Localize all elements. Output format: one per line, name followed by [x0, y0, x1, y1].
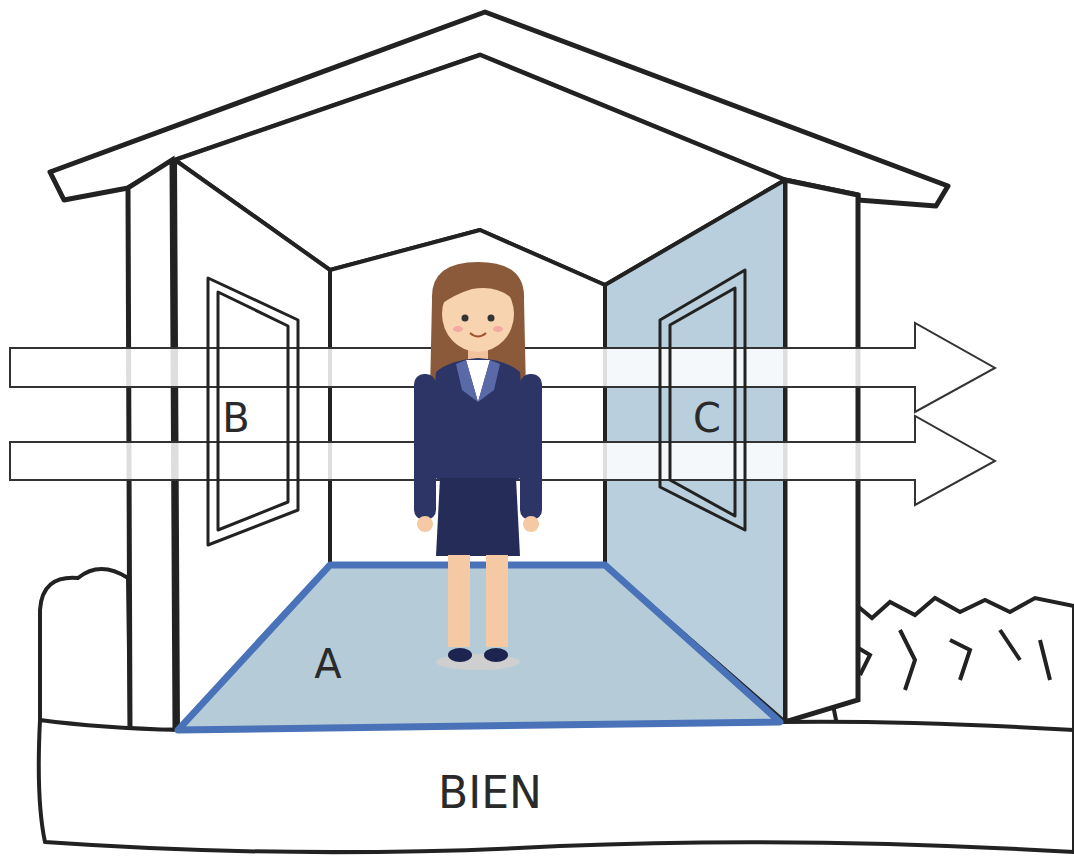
shoe	[484, 648, 508, 662]
hand	[417, 516, 433, 532]
window: B	[200, 270, 305, 555]
rock-texture	[845, 630, 1050, 690]
back-wall	[330, 230, 605, 565]
leg	[448, 555, 470, 647]
node-label: C	[693, 395, 721, 441]
window-shape	[208, 278, 298, 545]
ground-band-shape	[39, 720, 1074, 852]
lapel	[456, 360, 478, 402]
hand	[523, 516, 539, 532]
node-label: BIEN	[438, 767, 542, 818]
hair-bangs	[440, 266, 518, 305]
node-label: A	[314, 641, 341, 687]
window-shape	[670, 288, 735, 516]
window-shape	[660, 270, 745, 530]
smile	[470, 333, 486, 337]
blush	[493, 326, 503, 332]
left-bush	[40, 569, 130, 729]
eye	[462, 315, 469, 322]
leg	[486, 555, 508, 647]
jacket	[428, 358, 528, 482]
floor-area: A	[170, 555, 790, 740]
shoe	[448, 648, 472, 662]
floor-area-outline	[170, 555, 790, 740]
blush	[453, 326, 463, 332]
lapel	[478, 360, 500, 402]
floor-area-shape	[178, 565, 780, 730]
window: C	[650, 262, 755, 540]
eye	[488, 315, 495, 322]
node-label: B	[222, 395, 249, 441]
window-shape	[218, 292, 288, 530]
skirt	[436, 478, 520, 556]
window-outline	[200, 270, 305, 555]
